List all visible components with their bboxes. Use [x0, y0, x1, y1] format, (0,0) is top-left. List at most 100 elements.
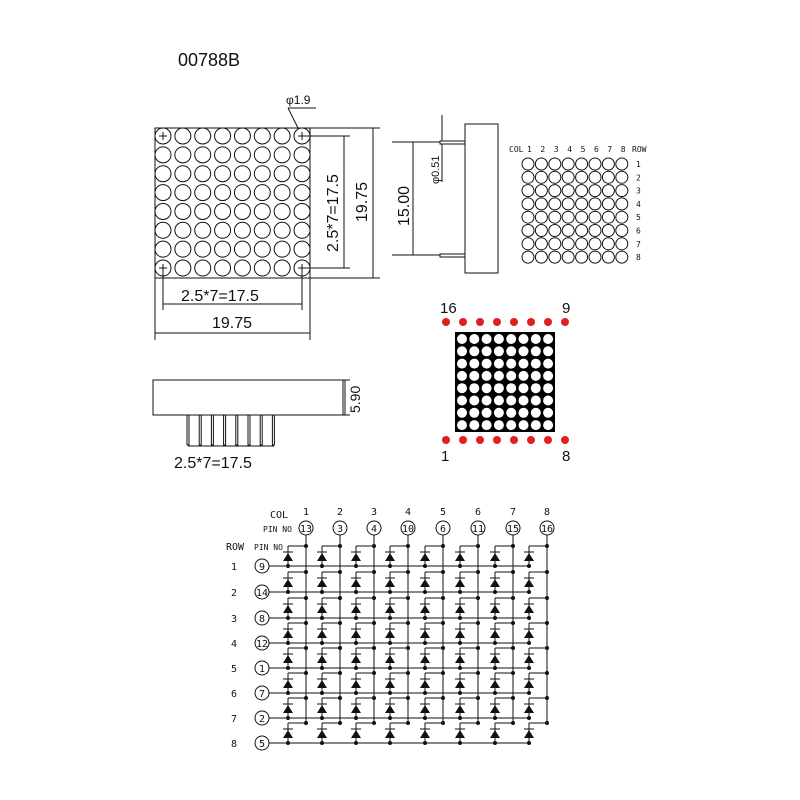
row-pin-number: 7 — [259, 689, 265, 700]
grid-dot — [601, 250, 615, 264]
diode-icon — [455, 705, 465, 713]
diode-icon — [490, 579, 500, 587]
led-dot-outline — [253, 259, 271, 277]
led-dot — [481, 370, 492, 381]
pin-label-top-left: 16 — [440, 300, 457, 317]
led-dot-outline — [273, 221, 291, 239]
grid-dot — [534, 197, 548, 211]
junction-dot — [354, 564, 358, 568]
junction-dot — [423, 590, 427, 594]
grid-dot — [615, 224, 629, 237]
diode-icon — [524, 553, 534, 561]
bottom-pin — [210, 414, 214, 446]
led-dot — [469, 407, 480, 418]
diode-icon — [283, 730, 293, 738]
led-dot-outline — [214, 127, 232, 145]
led-dot-outline — [194, 221, 212, 239]
col-number: 6 — [594, 145, 599, 154]
led-dot — [518, 358, 529, 369]
junction-dot — [493, 564, 497, 568]
junction-dot — [406, 721, 410, 725]
pin-dot-bottom — [459, 436, 467, 444]
pin-dot-top — [442, 318, 450, 326]
diode-icon — [385, 655, 395, 663]
grid-dot — [575, 210, 589, 224]
diode-icon — [455, 630, 465, 638]
led-dot — [506, 370, 517, 381]
pin-dot-bottom — [561, 436, 569, 444]
col-pin-number: 15 — [507, 524, 519, 535]
led-dot-outline — [194, 127, 212, 145]
grid-dot — [588, 237, 602, 251]
diode-icon — [317, 553, 327, 561]
led-dot-outline — [253, 202, 271, 220]
led-dot-outline — [174, 240, 192, 258]
grid-dot — [561, 224, 575, 237]
diode-icon — [351, 655, 361, 663]
led-dot-outline — [154, 202, 172, 220]
led-dot — [457, 383, 467, 394]
grid-dot — [561, 237, 575, 251]
diode-icon — [455, 579, 465, 587]
junction-dot — [527, 641, 531, 645]
diode-icon — [351, 553, 361, 561]
led-dot — [481, 395, 492, 406]
diode-icon — [351, 730, 361, 738]
pin-dot-top — [561, 318, 569, 326]
junction-dot — [441, 646, 445, 650]
led-dot — [518, 407, 529, 418]
grid-dot — [615, 250, 629, 264]
led-dot-outline — [293, 259, 311, 277]
front-view: φ1.9 2.5*7=17.5 19.75 2.5*7=17.5 19.75 — [154, 93, 380, 340]
led-dot-outline — [253, 127, 271, 145]
diode-icon — [524, 730, 534, 738]
led-dot — [457, 407, 467, 418]
grid-dot — [601, 197, 615, 211]
led-dot-outline — [174, 184, 192, 202]
junction-dot — [372, 696, 376, 700]
row-pin-number: 8 — [259, 614, 265, 625]
junction-dot — [304, 596, 308, 600]
led-dot — [543, 370, 554, 381]
led-dot — [481, 346, 492, 357]
grid-dot — [521, 237, 535, 251]
junction-dot — [545, 544, 549, 548]
led-dot — [493, 358, 504, 369]
diode-icon — [455, 605, 465, 613]
junction-dot — [423, 691, 427, 695]
junction-dot — [545, 721, 549, 725]
grid-dot — [575, 237, 589, 251]
row-number: 4 — [636, 200, 641, 209]
diode-icon — [283, 655, 293, 663]
grid-dot — [548, 170, 562, 184]
led-dot-outline — [253, 146, 271, 164]
grid-dot — [601, 210, 615, 224]
led-dot — [530, 370, 541, 381]
junction-dot — [458, 564, 462, 568]
junction-dot — [511, 696, 515, 700]
diode-icon — [455, 655, 465, 663]
junction-dot — [406, 596, 410, 600]
grid-dot — [615, 184, 629, 198]
leader-line — [287, 107, 299, 129]
diode-icon — [420, 705, 430, 713]
diode-icon — [420, 630, 430, 638]
schematic-pin-no-label: PIN NO — [263, 525, 292, 534]
diode-icon — [283, 630, 293, 638]
pin-dot-top — [527, 318, 535, 326]
led-dot-outline — [194, 146, 212, 164]
grid-dot — [561, 157, 575, 171]
led-dot — [543, 383, 554, 394]
junction-dot — [354, 716, 358, 720]
junction-dot — [441, 621, 445, 625]
diode-icon — [420, 655, 430, 663]
row-number: 2 — [636, 173, 641, 182]
bottom-pin — [235, 414, 239, 446]
junction-dot — [458, 590, 462, 594]
junction-dot — [338, 696, 342, 700]
led-dot — [493, 383, 504, 394]
junction-dot — [527, 616, 531, 620]
junction-dot — [338, 646, 342, 650]
pin-spacing-label: 15.00 — [396, 186, 413, 226]
junction-dot — [511, 671, 515, 675]
